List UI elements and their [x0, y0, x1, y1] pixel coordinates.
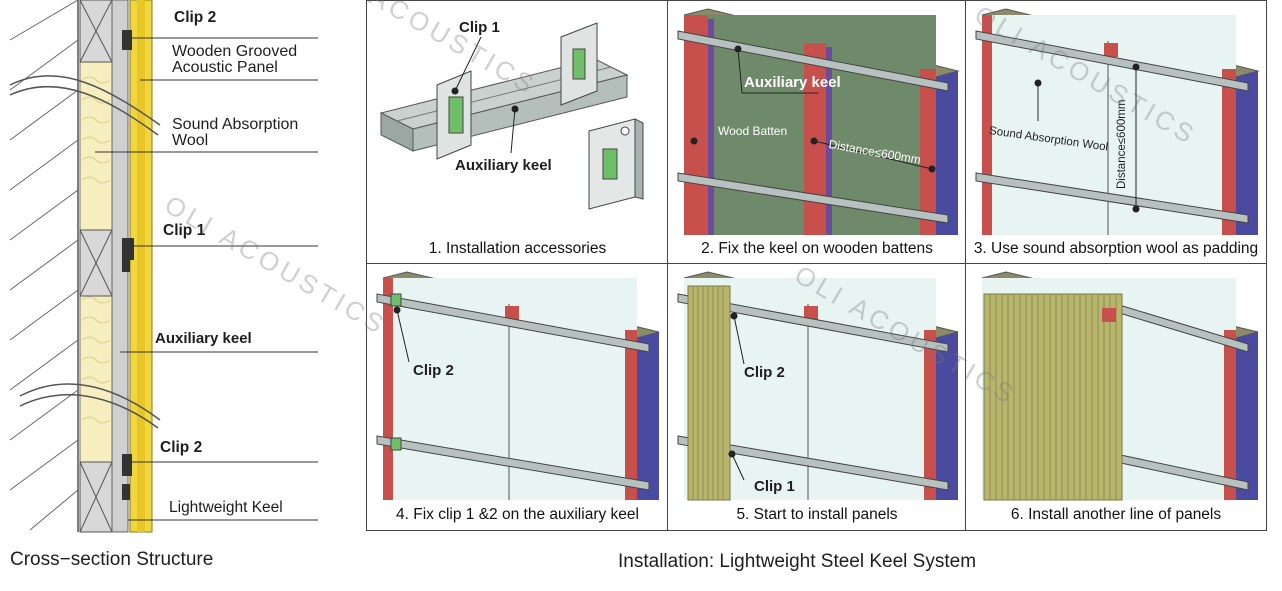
step4-label-clip2: Clip 2 [413, 362, 454, 379]
label-lightweight-keel: Lightweight Keel [169, 499, 283, 516]
step-6-caption: 6. Install another line of panels [1010, 506, 1222, 523]
label-clip2-bottom: Clip 2 [160, 439, 203, 456]
cross-section-diagram: Clip 2 Wooden Grooved Acoustic Panel Sou… [0, 0, 330, 586]
step-5-panel: Clip 2 Clip 1 5. Start to install panels [667, 263, 967, 531]
step5-label-clip1: Clip 1 [754, 478, 795, 495]
wall-hatch [9, 0, 79, 531]
cross-section-title: Cross−section Structure [10, 549, 214, 570]
step2-label-aux-keel: Auxiliary keel [744, 74, 841, 91]
step3-label-distance: Distance≤600mm [1116, 99, 1128, 189]
step-2-illustration [677, 8, 960, 235]
step-1-illustration [379, 22, 644, 210]
label-sound-wool: Sound Absorption Wool [172, 116, 299, 149]
label-clip2-top: Clip 2 [174, 9, 217, 26]
step-4-illustration [376, 271, 660, 500]
installation-grid: Clip 1 Auxiliary keel 1. Installation ac… [366, 0, 1268, 532]
label-acoustic-panel: Wooden Grooved Acoustic Panel [172, 43, 298, 76]
installation-title: Installation: Lightweight Steel Keel Sys… [618, 551, 977, 572]
step-4-panel: Clip 2 4. Fix clip 1 &2 on the auxiliary… [366, 263, 669, 531]
step5-label-clip2: Clip 2 [744, 364, 785, 381]
step-2-panel: Auxiliary keel Wood Batten Distance≤600m… [667, 0, 967, 265]
step1-label-clip1: Clip 1 [459, 19, 500, 36]
step-3-panel: Sound Absorption Wool Distance≤600mm 3. … [965, 0, 1267, 265]
batten-boxes [79, 0, 113, 533]
step-5-caption: 5. Start to install panels [736, 506, 898, 523]
step-2-caption: 2. Fix the keel on wooden battens [701, 240, 933, 257]
step1-label-aux-keel: Auxiliary keel [455, 157, 552, 174]
step-6-illustration [981, 271, 1259, 501]
step-4-caption: 4. Fix clip 1 &2 on the auxiliary keel [396, 506, 639, 523]
cross-section-drawing [9, 0, 318, 533]
step-3-illustration [975, 8, 1260, 235]
step2-label-wood-batten: Wood Batten [718, 124, 788, 138]
step-3-caption: 3. Use sound absorption wool as padding [973, 240, 1259, 257]
step-6-panel: 6. Install another line of panels [965, 263, 1267, 531]
step-5-illustration [677, 271, 959, 501]
label-auxiliary-keel: Auxiliary keel [155, 330, 252, 347]
label-clip1: Clip 1 [163, 222, 206, 239]
step-1-panel: Clip 1 Auxiliary keel 1. Installation ac… [366, 0, 669, 265]
step-1-caption: 1. Installation accessories [428, 240, 607, 257]
